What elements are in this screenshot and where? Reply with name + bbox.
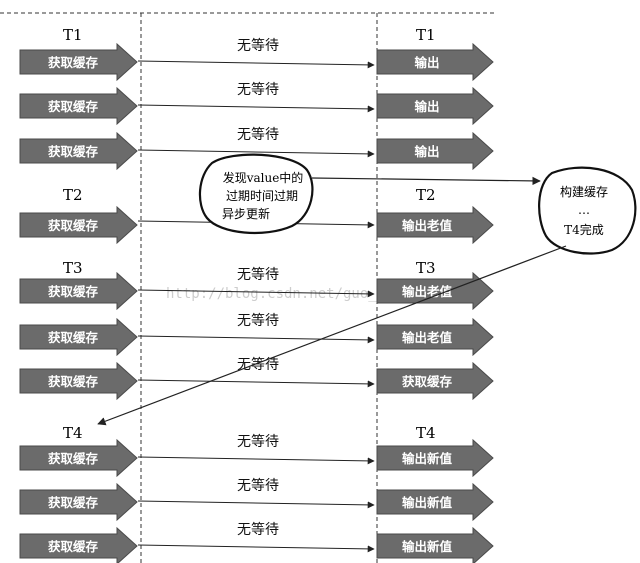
get-cache-arrow xyxy=(19,361,138,401)
get-cache-arrow-label: 获取缓存 xyxy=(48,495,99,510)
no-wait-label: 无等待 xyxy=(237,356,279,373)
no-wait-label: 无等待 xyxy=(237,126,279,143)
time-label-t2-left: T2 xyxy=(63,186,83,204)
get-cache-arrow xyxy=(19,205,138,245)
get-cache-arrow xyxy=(19,271,138,311)
flow-line xyxy=(137,500,375,509)
build-cache-bubble: 构建缓存 … T4完成 xyxy=(538,166,637,255)
get-cache-arrow xyxy=(19,86,138,126)
output-arrow-label: 输出新值 xyxy=(402,451,453,466)
get-cache-arrow-label: 获取缓存 xyxy=(48,284,99,299)
output-arrow-label: 获取缓存 xyxy=(402,374,453,389)
no-wait-label: 无等待 xyxy=(237,433,279,450)
async-bubble-line1: 发现value中的 xyxy=(223,170,304,185)
flow-line xyxy=(137,149,375,158)
request-rows: 获取缓存无等待输出获取缓存无等待输出获取缓存无等待输出获取缓存输出老值获取缓存无… xyxy=(19,37,494,563)
time-label-t2-right: T2 xyxy=(416,186,436,204)
get-cache-arrow-label: 获取缓存 xyxy=(48,99,99,114)
get-cache-arrow xyxy=(19,42,138,82)
flow-line xyxy=(137,60,375,69)
no-wait-label: 无等待 xyxy=(237,37,279,54)
output-arrow-label: 输出老值 xyxy=(402,284,453,299)
get-cache-arrow-label: 获取缓存 xyxy=(48,55,99,70)
get-cache-arrow-label: 获取缓存 xyxy=(48,374,99,389)
time-label-t3-left: T3 xyxy=(63,259,83,277)
get-cache-arrow xyxy=(19,317,138,357)
get-cache-arrow-label: 获取缓存 xyxy=(48,218,99,233)
output-arrow-label: 输出新值 xyxy=(402,495,453,510)
output-arrow-label: 输出 xyxy=(414,99,439,114)
build-bubble-line3: T4完成 xyxy=(564,222,604,237)
time-label-t1-left: T1 xyxy=(63,26,83,44)
async-bubble-line3: 异步更新 xyxy=(222,206,270,221)
async-bubble-line2: 过期时间过期 xyxy=(226,189,298,203)
flow-line xyxy=(137,104,375,113)
output-arrow-label: 输出新值 xyxy=(402,539,453,554)
output-arrow xyxy=(376,482,494,522)
output-arrow xyxy=(376,42,494,82)
output-arrow xyxy=(376,438,494,478)
output-arrow xyxy=(376,526,494,563)
async-to-build-arrow xyxy=(311,176,541,186)
no-wait-label: 无等待 xyxy=(237,521,279,538)
flow-line xyxy=(137,289,375,298)
flow-line xyxy=(137,379,375,388)
get-cache-arrow xyxy=(19,438,138,478)
get-cache-arrow-label: 获取缓存 xyxy=(48,330,99,345)
flow-line xyxy=(137,544,375,553)
no-wait-label: 无等待 xyxy=(237,266,279,283)
output-arrow xyxy=(376,131,494,171)
no-wait-label: 无等待 xyxy=(237,312,279,329)
build-complete-to-t4-arrow xyxy=(97,245,567,426)
time-label-t3-right: T3 xyxy=(416,259,436,277)
get-cache-arrow xyxy=(19,131,138,171)
build-bubble-line1: 构建缓存 xyxy=(560,184,608,199)
time-label-t4-left: T4 xyxy=(63,424,83,442)
get-cache-arrow-label: 获取缓存 xyxy=(48,539,99,554)
build-bubble-line2: … xyxy=(578,203,590,217)
output-arrow xyxy=(376,86,494,126)
output-arrow xyxy=(376,317,494,357)
build-bubble-outline xyxy=(538,166,637,255)
output-arrow-label: 输出 xyxy=(414,144,439,159)
get-cache-arrow xyxy=(19,526,138,563)
get-cache-arrow-label: 获取缓存 xyxy=(48,144,99,159)
output-arrow-label: 输出 xyxy=(414,55,439,70)
output-arrow-label: 输出老值 xyxy=(402,218,453,233)
flow-line xyxy=(137,456,375,465)
time-label-t1-right: T1 xyxy=(416,26,436,44)
watermark: http://blog.csdn.net/guo_1659 xyxy=(166,286,410,302)
output-arrow xyxy=(376,271,494,311)
time-label-t4-right: T4 xyxy=(416,424,436,442)
get-cache-arrow xyxy=(19,482,138,522)
output-arrow-label: 输出老值 xyxy=(402,330,453,345)
async-update-bubble: 发现value中的 过期时间过期 异步更新 xyxy=(198,153,314,235)
request-row: 获取缓存 输出老值 xyxy=(19,205,494,245)
get-cache-arrow-label: 获取缓存 xyxy=(48,451,99,466)
output-arrow xyxy=(376,205,494,245)
no-wait-label: 无等待 xyxy=(237,477,279,494)
no-wait-label: 无等待 xyxy=(237,81,279,98)
output-arrow xyxy=(376,361,494,401)
flow-line xyxy=(137,335,375,344)
async-bubble-outline xyxy=(198,153,314,235)
